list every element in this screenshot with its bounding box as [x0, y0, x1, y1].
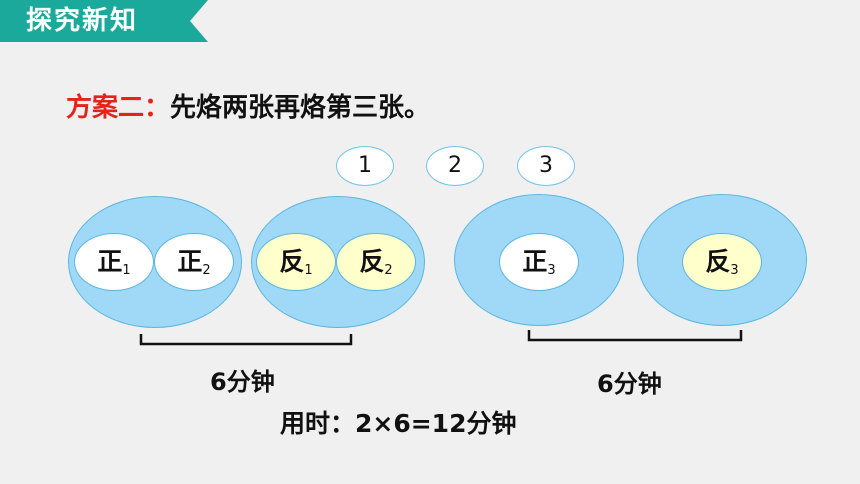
cake-index: 1: [304, 263, 313, 278]
brace-right: [527, 330, 743, 342]
cake-side: 正: [522, 247, 548, 276]
cake-index: 1: [122, 263, 131, 278]
cake-front-3: 正3: [499, 233, 579, 291]
cake-index: 2: [384, 263, 393, 278]
cake-index: 2: [202, 263, 211, 278]
cake-back-2: 反2: [336, 233, 416, 291]
cake-side: 反: [279, 247, 305, 276]
cake-side: 反: [705, 247, 731, 276]
cake-front-2: 正2: [154, 233, 234, 291]
banner-shape: [0, 0, 208, 42]
step-bubble-3: 3: [517, 146, 575, 186]
cake-side: 正: [177, 247, 203, 276]
section-banner: 探究新知: [0, 0, 208, 42]
banner-title: 探究新知: [26, 6, 139, 36]
plan-heading: 方案二：先烙两张再烙第三张。: [66, 92, 430, 124]
total-time-label: 用时：2×6=12分钟: [280, 409, 517, 438]
time-right-label: 6分钟: [597, 370, 662, 398]
plan-label: 方案二：: [66, 93, 171, 123]
plan-text: 先烙两张再烙第三张。: [170, 93, 431, 123]
cake-index: 3: [730, 263, 739, 278]
step-bubble-2: 2: [426, 146, 484, 186]
cake-back-1: 反1: [256, 233, 336, 291]
cake-back-3: 反3: [682, 233, 762, 291]
time-left-label: 6分钟: [210, 368, 275, 396]
cake-side: 正: [97, 247, 123, 276]
step-bubble-1: 1: [336, 146, 394, 186]
brace-left: [139, 334, 353, 346]
cake-index: 3: [547, 263, 556, 278]
cake-front-1: 正1: [74, 233, 154, 291]
cake-side: 反: [359, 247, 385, 276]
